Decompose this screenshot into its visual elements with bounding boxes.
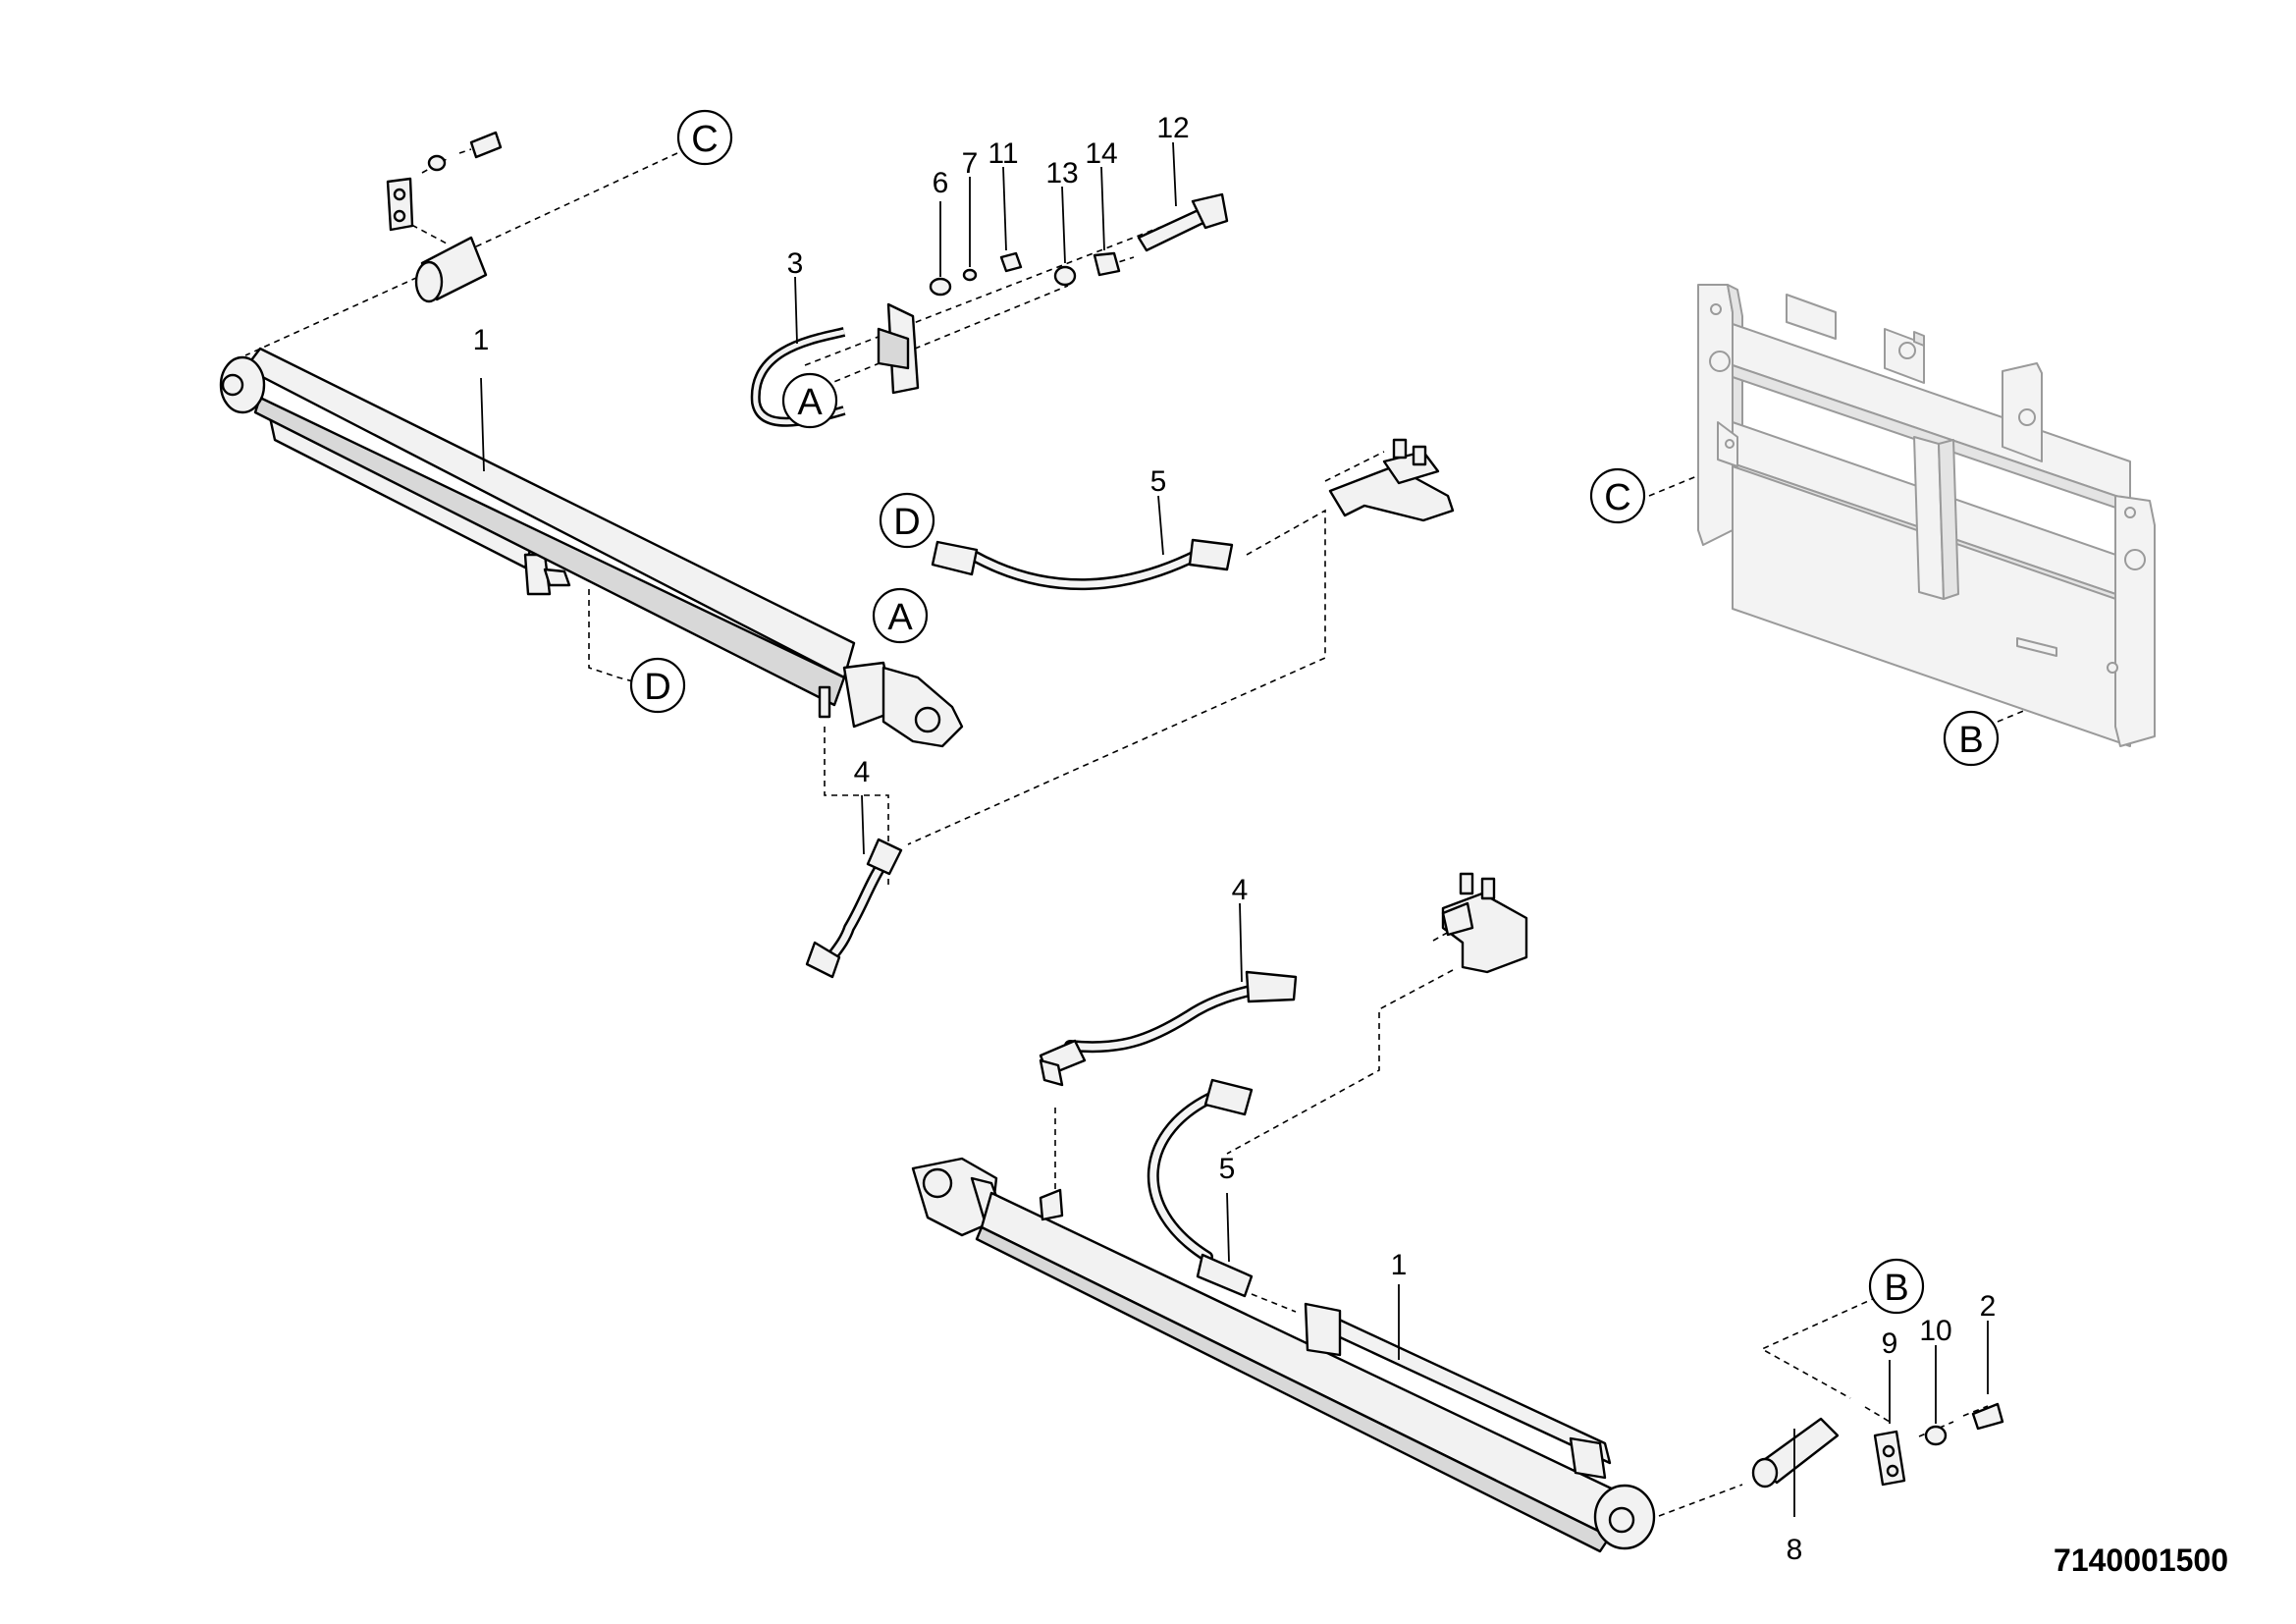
pin-lower: [1751, 1402, 2004, 1489]
svg-text:B: B: [1884, 1268, 1908, 1309]
fitting-block-upper: [1328, 438, 1455, 522]
callout-a-cylinder: A: [872, 587, 929, 644]
svg-text:A: A: [887, 597, 913, 638]
cylinder-lower: [911, 1157, 1656, 1553]
svg-text:A: A: [797, 382, 823, 423]
part-label-8: 8: [1787, 1534, 1803, 1566]
clamp-group: [750, 192, 1229, 427]
part-label-5-lower: 5: [1219, 1153, 1236, 1185]
part-label-1-upper: 1: [473, 324, 490, 356]
callout-c-top: C: [676, 109, 733, 166]
part-label-13: 13: [1045, 157, 1078, 189]
part-label-14: 14: [1085, 137, 1117, 170]
part-label-7: 7: [962, 147, 979, 180]
callout-c-frame: C: [1589, 467, 1646, 524]
callout-a-clamp: A: [781, 372, 838, 429]
pin-upper: [386, 131, 503, 303]
callout-d-cylinder: D: [629, 657, 686, 714]
part-label-9: 9: [1882, 1327, 1898, 1360]
part-label-10: 10: [1919, 1315, 1951, 1347]
part-label-3: 3: [787, 247, 804, 280]
svg-text:C: C: [691, 119, 718, 160]
part-label-12: 12: [1156, 112, 1189, 144]
callout-b-frame: B: [1943, 710, 2000, 767]
document-number: 7140001500: [2054, 1543, 2228, 1578]
callout-d-hose: D: [879, 492, 935, 549]
hose-4-upper: [805, 838, 903, 979]
part-label-11: 11: [988, 137, 1018, 170]
svg-text:D: D: [644, 667, 670, 708]
part-label-2: 2: [1980, 1290, 1997, 1323]
svg-text:D: D: [893, 502, 920, 543]
hose-4-lower: [1039, 970, 1298, 1087]
svg-text:B: B: [1958, 720, 1983, 761]
part-label-4-upper: 4: [854, 756, 871, 788]
cylinder-upper: [219, 347, 964, 748]
fitting-block-lower: [1441, 872, 1528, 974]
svg-text:C: C: [1604, 477, 1630, 518]
hose-5-lower: [1147, 1078, 1254, 1298]
leader-lines: [480, 141, 1989, 1517]
part-label-5-upper: 5: [1150, 465, 1167, 498]
carriage-frame: [1697, 284, 2156, 747]
part-label-1-lower: 1: [1391, 1249, 1408, 1281]
part-label-6: 6: [933, 167, 949, 199]
callout-b-lower: B: [1868, 1258, 1925, 1315]
part-label-4-lower: 4: [1232, 874, 1249, 906]
hose-5-upper: [931, 538, 1234, 590]
